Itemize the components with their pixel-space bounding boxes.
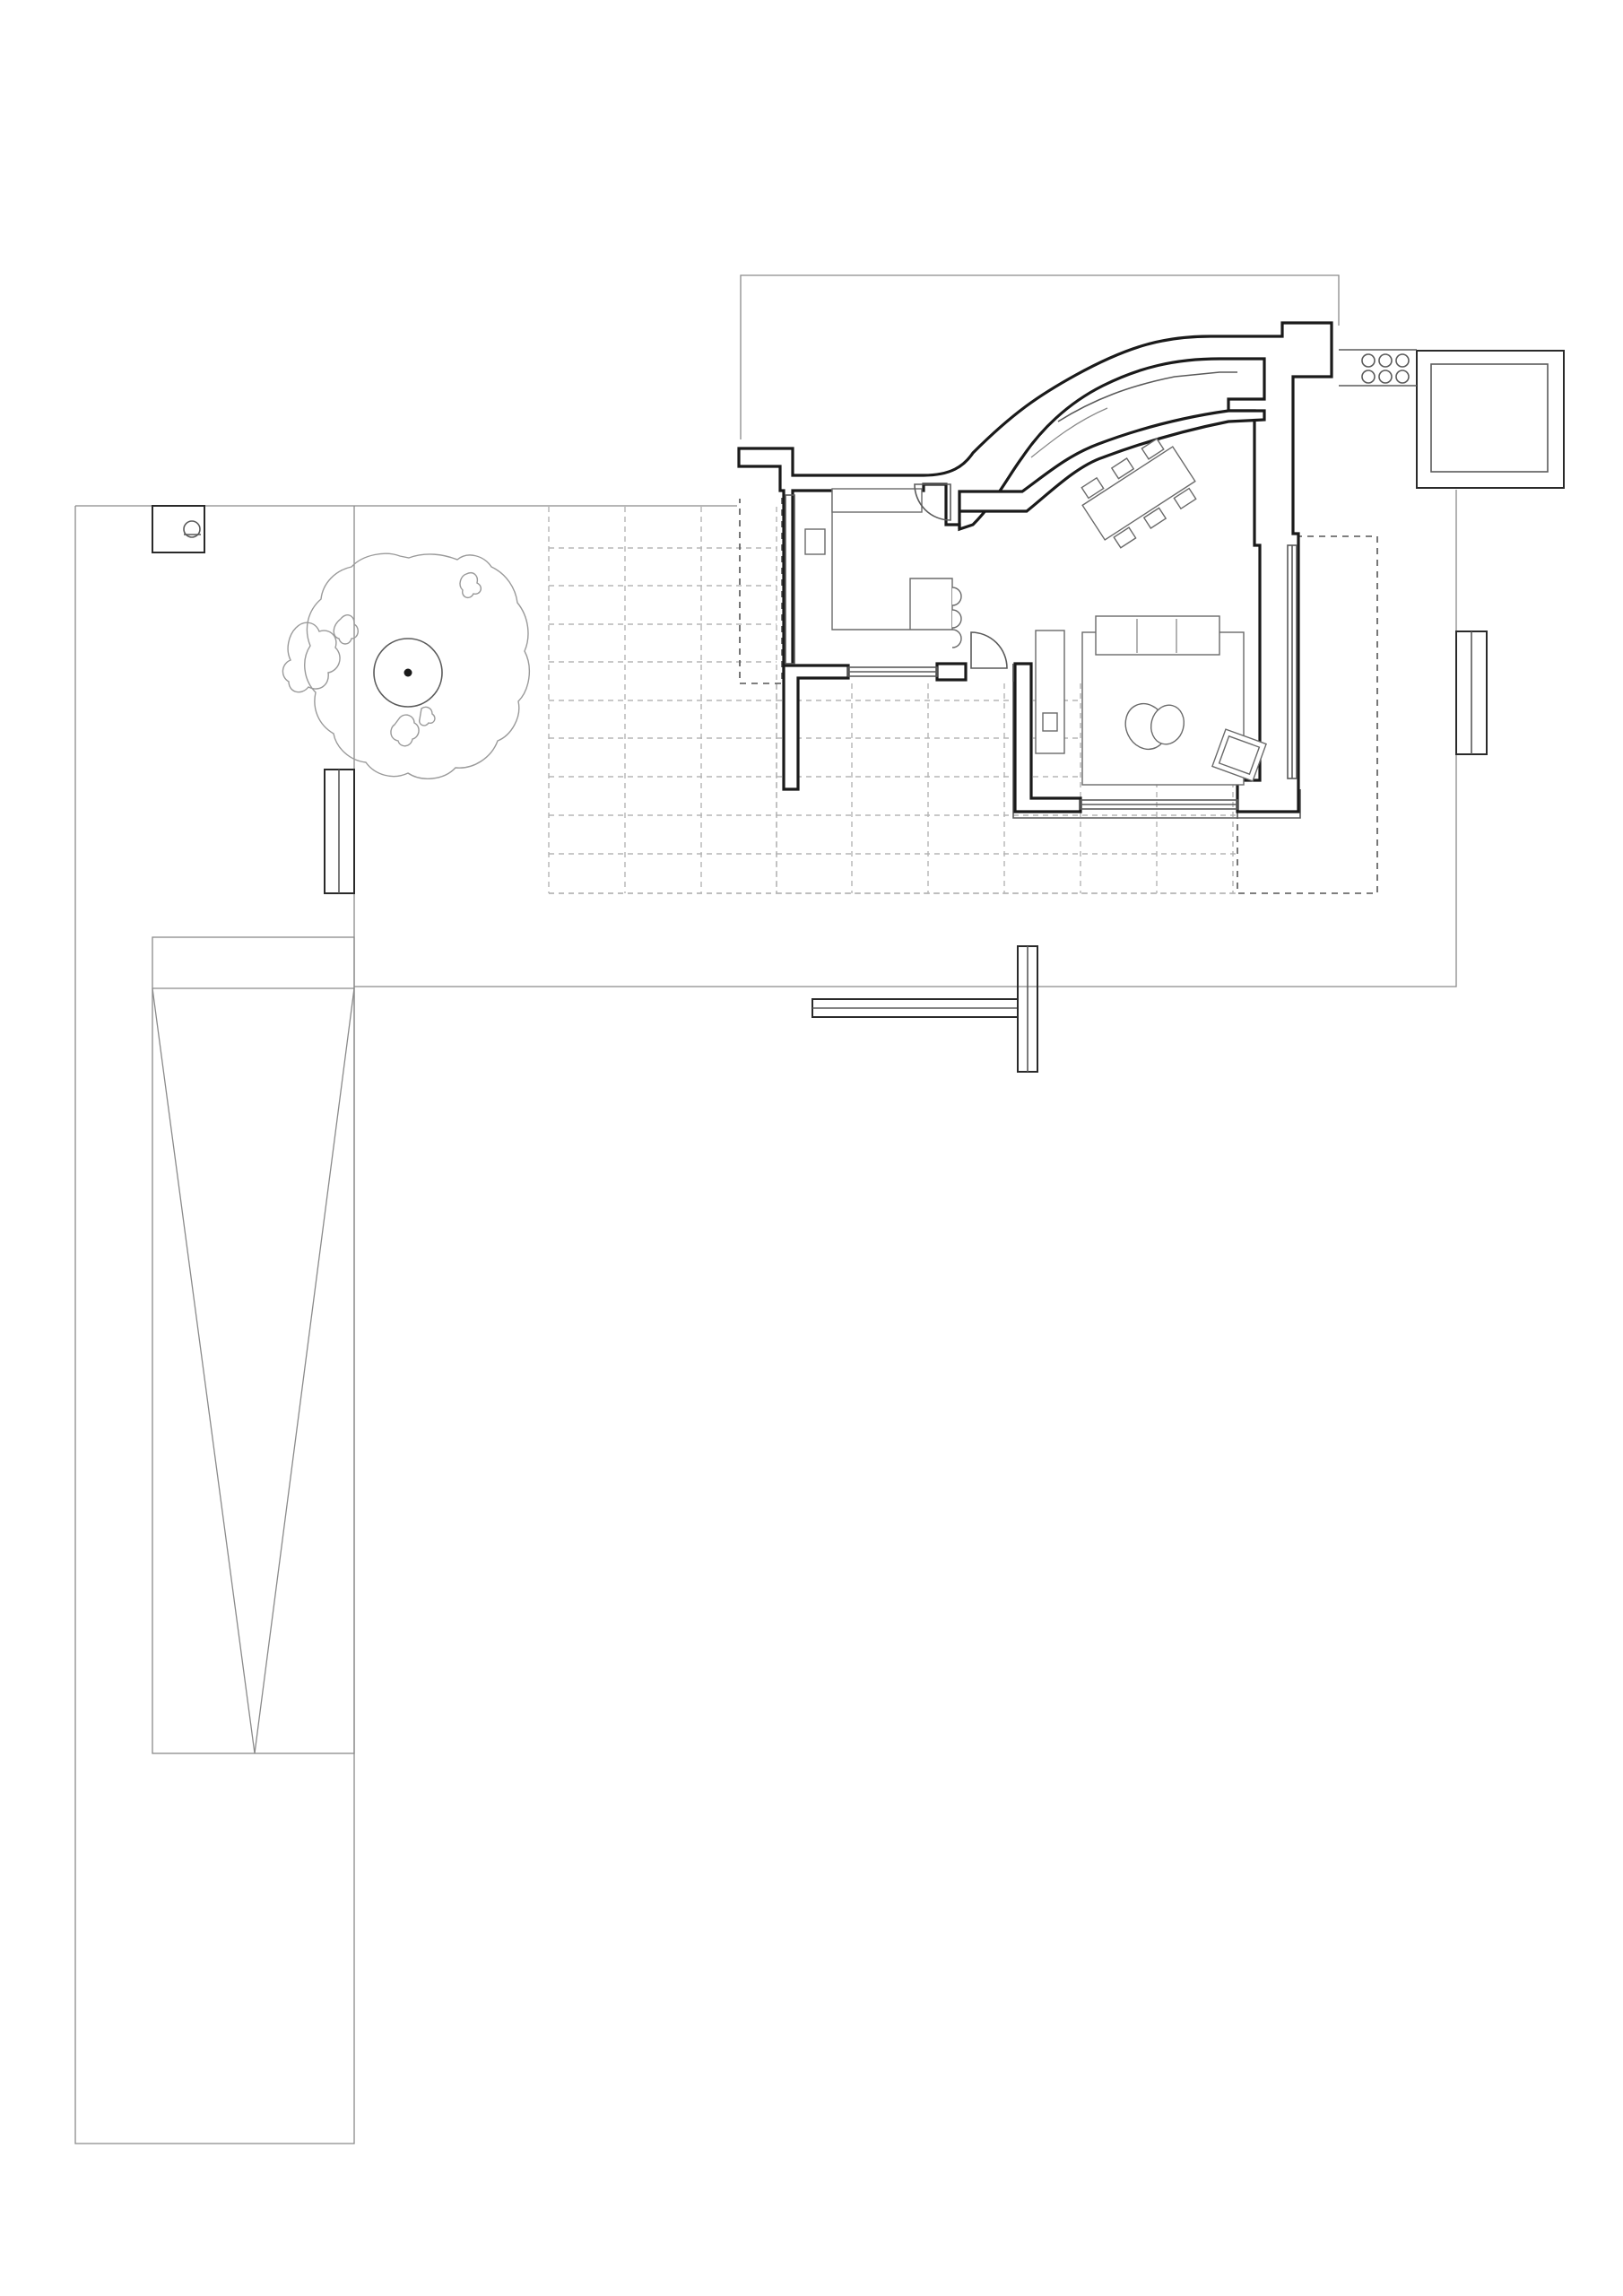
bench-front (812, 945, 1038, 1073)
dining-table (1081, 438, 1197, 549)
hot-tub (1339, 349, 1565, 489)
long-lawn-strip (152, 936, 355, 1754)
east-terrace-outline (739, 498, 1378, 894)
bench-right (1455, 631, 1488, 755)
terrace-grid (548, 507, 1237, 894)
shed (152, 505, 205, 553)
living-room (1035, 615, 1267, 786)
curved-staircase (1030, 371, 1237, 458)
armchair (1211, 728, 1267, 782)
living-room-sofa (1095, 615, 1220, 656)
entrance-doors (970, 631, 1014, 682)
tree (282, 552, 531, 779)
coffee-table (1124, 702, 1185, 751)
rear-lawn-outline (740, 274, 1340, 439)
bench-left (324, 769, 355, 894)
house-walls (737, 321, 1333, 819)
kitchen (804, 483, 962, 648)
